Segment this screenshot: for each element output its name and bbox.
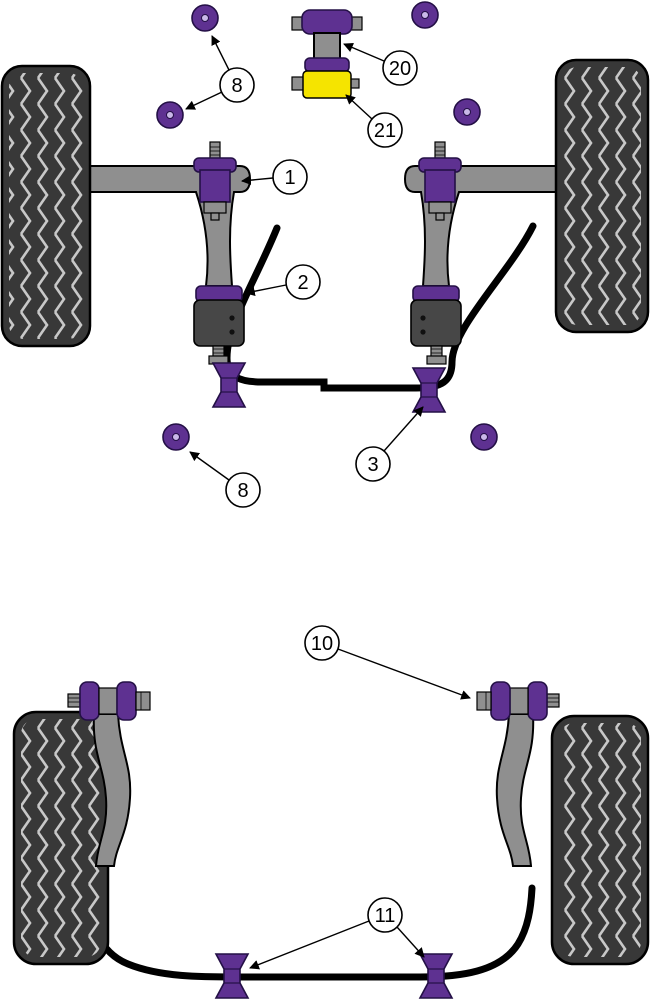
callout-front-1: 1 [241, 159, 308, 195]
bushing-washer-mid-left [156, 101, 184, 129]
mount-upper-bushing [301, 9, 353, 35]
tire-tread [563, 67, 641, 325]
callout-circle [272, 159, 308, 195]
rear-left-trailing-arm [92, 713, 132, 867]
callout-circle [219, 67, 255, 103]
bushing-washer-bottom-right [470, 423, 498, 451]
tire-tread [9, 73, 83, 339]
callout-circle [304, 625, 340, 661]
lock-nut [203, 201, 227, 214]
bushing-inner [116, 681, 137, 721]
rear-left-tire [12, 710, 110, 966]
bolt-threads [68, 697, 80, 703]
callout-circle [285, 264, 321, 300]
callout-circle [367, 897, 403, 933]
callout-label: 11 [375, 905, 396, 927]
bushing-outer [79, 681, 100, 721]
front-suspension-view: 8 20 21 1 2 3 8 [0, 1, 650, 508]
callout-front-8-upper: 8 [185, 35, 255, 110]
callout-front-21: 21 [345, 94, 403, 148]
callout-label: 8 [231, 75, 242, 97]
callout-front-20: 20 [343, 42, 418, 86]
callout-circle [225, 472, 261, 508]
front-anti-roll-bar [223, 222, 537, 392]
callout-label: 2 [297, 272, 308, 294]
callout-front-3: 3 [355, 406, 424, 482]
leader-line [189, 451, 230, 481]
leader-line [241, 175, 274, 186]
callout-rear-10: 10 [304, 625, 471, 700]
callout-front-8-lower: 8 [189, 451, 261, 508]
callout-rear-11: 11 [249, 897, 425, 970]
front-right-control-arm-assembly [404, 141, 572, 365]
leader-line [249, 920, 370, 970]
bushing-washer-top-right [411, 1, 439, 29]
bushing-washer-mid-right [453, 98, 481, 126]
front-left-control-arm-assembly [83, 141, 252, 365]
callout-circle [355, 446, 391, 482]
rear-anti-roll-bar [82, 884, 536, 981]
rear-right-tire [550, 714, 650, 966]
callout-label: 10 [311, 633, 333, 655]
stud-threads [213, 348, 224, 354]
rear-suspension-view: 10 11 [12, 625, 650, 999]
insert-bolt-left [291, 76, 305, 91]
front-lower-arm-bushing [193, 285, 245, 365]
hex-nut [135, 691, 151, 711]
bolt-tip [210, 212, 220, 221]
leader-line [211, 35, 230, 71]
bolt-threads [210, 146, 220, 156]
callout-circle [382, 50, 418, 86]
rear-right-trailing-arm-assembly [476, 681, 560, 867]
front-right-tire [554, 58, 650, 334]
leader-line [383, 406, 424, 452]
callout-front-2: 2 [245, 264, 321, 300]
callout-label: 1 [284, 167, 295, 189]
callout-label: 8 [237, 480, 248, 502]
front-left-tire [0, 64, 92, 348]
front-upper-arm-bushing [193, 141, 237, 221]
leader-line [343, 42, 385, 62]
bushing-washer-bottom-left [162, 423, 190, 451]
bushing-housing [193, 299, 245, 347]
housing-hole [229, 329, 235, 335]
rear-left-trailing-arm-assembly [67, 681, 151, 867]
leader-line [396, 926, 425, 958]
bushing-washer-top-left [191, 4, 219, 32]
leader-line [345, 94, 373, 120]
front-arb-bushing-left [212, 362, 246, 408]
bolt-end [67, 693, 81, 708]
leader-line [185, 91, 223, 110]
spacer-block [98, 687, 118, 715]
rear-trailing-arm-bushing [67, 681, 151, 721]
engine-mount-assembly [291, 9, 363, 99]
tire-tread [21, 719, 101, 957]
callout-label: 21 [374, 120, 396, 142]
tire-tread [559, 723, 641, 957]
leader-line [337, 648, 471, 700]
callout-label: 20 [389, 58, 411, 80]
leader-line [245, 284, 287, 297]
stud [212, 345, 225, 358]
bushing-body [199, 169, 231, 203]
mount-lower-bushing [304, 57, 350, 73]
mount-insert-yellow [302, 70, 352, 99]
mount-bracket [313, 32, 341, 61]
housing-hole [229, 315, 235, 321]
callout-label: 3 [367, 454, 378, 476]
callout-circle [367, 112, 403, 148]
